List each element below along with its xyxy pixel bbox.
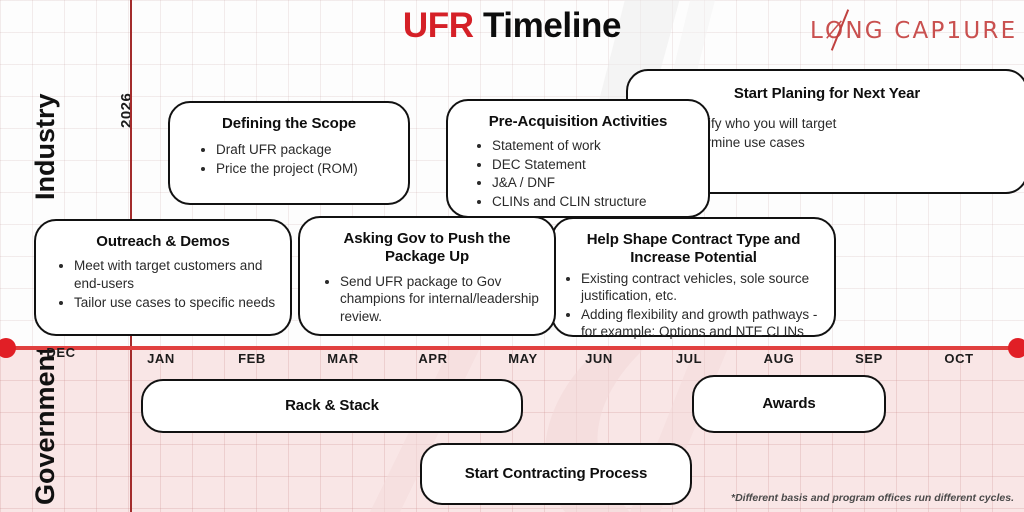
- card-title: Start Contracting Process: [464, 465, 648, 483]
- card-title: Awards: [762, 394, 816, 412]
- card-bullet-list: Existing contract vehicles, sole source …: [567, 270, 820, 341]
- timeline-start-dot: [0, 338, 16, 358]
- card-rack-and-stack[interactable]: Rack & Stack: [141, 379, 523, 433]
- month-label-may: MAY: [508, 351, 538, 366]
- card-bullet-list: Send UFR package to Gov champions for in…: [314, 273, 540, 326]
- card-title: Defining the Scope: [221, 115, 357, 132]
- rail-label-government: Government: [30, 345, 60, 505]
- list-item: Send UFR package to Gov champions for in…: [340, 273, 540, 326]
- card-title: Pre-Acquisition Activities: [488, 113, 668, 130]
- card-bullet-list: Draft UFR package Price the project (ROM…: [184, 141, 394, 178]
- card-bullet-list: Statement of work DEC Statement J&A / DN…: [462, 137, 694, 210]
- year-label-2026: 2026: [118, 92, 135, 128]
- month-label-mar: MAR: [327, 351, 359, 366]
- card-title: Help Shape Contract Type and Increase Po…: [586, 231, 801, 267]
- card-title: Asking Gov to Push the Package Up: [343, 230, 511, 266]
- month-label-jun: JUN: [585, 351, 613, 366]
- footnote-text: *Different basis and program offices run…: [730, 492, 1014, 504]
- title-accent: UFR: [402, 6, 474, 45]
- card-start-contracting-process[interactable]: Start Contracting Process: [420, 443, 692, 505]
- card-title: Start Planing for Next Year: [733, 85, 921, 102]
- list-item: Adding flexibility and growth pathways -…: [581, 306, 820, 341]
- title-rest: Timeline: [473, 6, 622, 45]
- long-capture-logo: LØNG CAP1URE: [810, 9, 1016, 54]
- card-title: Rack & Stack: [285, 396, 379, 414]
- month-label-feb: FEB: [238, 351, 266, 366]
- month-label-jan: JAN: [147, 351, 175, 366]
- list-item: Existing contract vehicles, sole source …: [581, 270, 820, 305]
- page-title: UFR Timeline: [0, 6, 1024, 46]
- list-item: Price the project (ROM): [216, 160, 394, 178]
- card-pre-acquisition-activities[interactable]: Pre-Acquisition Activities Statement of …: [446, 99, 710, 218]
- list-item: Meet with target customers and end-users: [74, 257, 276, 293]
- timeline-end-dot: [1008, 338, 1024, 358]
- card-awards[interactable]: Awards: [692, 375, 886, 433]
- timeline-axis: [0, 346, 1024, 350]
- list-item: Tailor use cases to specific needs: [74, 294, 276, 312]
- card-help-shape-contract-type[interactable]: Help Shape Contract Type and Increase Po…: [551, 217, 836, 339]
- list-item: Statement of work: [492, 137, 694, 155]
- month-label-sep: SEP: [855, 351, 883, 366]
- list-item: Identify who you will target: [678, 115, 1012, 133]
- list-item: Draft UFR package: [216, 141, 394, 159]
- card-defining-the-scope[interactable]: Defining the Scope Draft UFR package Pri…: [168, 101, 410, 205]
- card-outreach-demos[interactable]: Outreach & Demos Meet with target custom…: [34, 219, 292, 336]
- month-label-dec: DEC: [46, 345, 76, 360]
- list-item: CLINs and CLIN structure: [492, 193, 694, 211]
- month-label-oct: OCT: [944, 351, 974, 366]
- list-item: DEC Statement: [492, 156, 694, 174]
- month-label-jul: JUL: [675, 351, 703, 366]
- card-asking-gov-to-push[interactable]: Asking Gov to Push the Package Up Send U…: [298, 216, 556, 336]
- card-title: Outreach & Demos: [96, 233, 230, 250]
- list-item: Determine use cases: [678, 134, 1012, 152]
- month-label-apr: APR: [418, 351, 448, 366]
- rail-label-industry: Industry: [30, 93, 60, 200]
- month-label-aug: AUG: [763, 351, 795, 366]
- card-bullet-list: Meet with target customers and end-users…: [50, 257, 276, 311]
- list-item: J&A / DNF: [492, 174, 694, 192]
